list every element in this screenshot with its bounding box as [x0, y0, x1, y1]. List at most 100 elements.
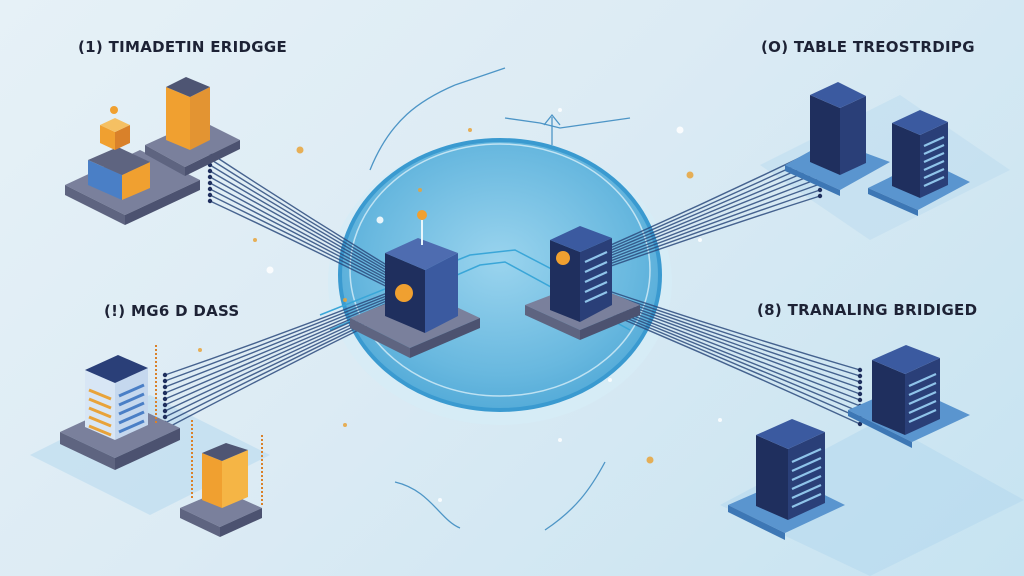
- vent-line: [923, 143, 945, 156]
- window-row: [118, 410, 145, 425]
- vent-line: [584, 270, 608, 284]
- cable-bottom-left-end: [162, 402, 168, 408]
- sparkle: [253, 238, 257, 242]
- decorative-arrows: [369, 67, 631, 531]
- bottom-arrow: [394, 481, 461, 529]
- vent-line: [923, 151, 945, 164]
- window-rows: [88, 383, 145, 437]
- coin-icon: [395, 284, 413, 302]
- tower-front: [166, 87, 190, 150]
- hub-server-right[interactable]: [525, 226, 640, 340]
- cable-bottom-left-end: [162, 378, 168, 384]
- cable-top-left-end: [207, 174, 213, 180]
- server-front: [872, 360, 905, 435]
- label-top-right: (O) TABLE TREOSTRDIPG: [761, 38, 975, 56]
- vent-line: [791, 474, 822, 491]
- cable-bottom-left-end: [162, 384, 168, 390]
- server-base-side: [410, 318, 480, 358]
- cable-bottom-right-end: [857, 367, 863, 373]
- server-top: [810, 82, 866, 108]
- sparkle: [608, 378, 612, 382]
- platform-bottom-right: [720, 420, 1024, 576]
- server-top: [385, 238, 458, 270]
- vent-line: [908, 390, 937, 406]
- sparkle: [676, 126, 684, 134]
- server-top: [872, 345, 940, 374]
- sparkle: [558, 108, 562, 112]
- vent-line: [584, 280, 608, 294]
- window-row: [118, 383, 145, 398]
- label-middle-right: (8) TRANALING BRIDIGED: [757, 301, 978, 319]
- curved-arrow: [369, 84, 456, 171]
- central-hub: [319, 138, 672, 425]
- tower-top: [202, 443, 248, 461]
- coin-icon: [556, 251, 570, 265]
- server-top: [756, 419, 825, 449]
- cable-bottom-left-end: [162, 396, 168, 402]
- cable-top-right: [589, 195, 821, 275]
- vent-lines: [923, 135, 945, 188]
- vent-line: [923, 167, 945, 180]
- cable-bottom-left-end: [162, 408, 168, 414]
- label-top-left: (1) TIMADETIN ERIDGGE: [78, 38, 288, 56]
- token-box-front: [100, 125, 115, 150]
- pad-side: [785, 165, 840, 196]
- window-row: [118, 401, 145, 416]
- cable-top-right: [589, 171, 821, 265]
- sparkle: [343, 298, 347, 302]
- server-group-top-right[interactable]: [785, 82, 970, 216]
- cable-top-left-end: [207, 198, 213, 204]
- datacenter-front: [88, 160, 122, 200]
- cable-bottom-left: [164, 287, 401, 376]
- server-top: [550, 226, 612, 252]
- server-group-bottom-left[interactable]: [60, 345, 263, 537]
- server-base-side: [525, 305, 580, 340]
- vent-line: [791, 465, 822, 482]
- tower-side: [190, 87, 210, 150]
- sparkle: [438, 498, 442, 502]
- pad-side: [848, 410, 912, 448]
- vent-line: [908, 372, 937, 388]
- datacenter-side: [122, 162, 150, 200]
- bottom-arrow: [544, 461, 606, 531]
- vent-lines: [791, 372, 937, 509]
- tower-front: [202, 453, 222, 508]
- sparkle: [418, 188, 422, 192]
- cable-top-right: [589, 165, 821, 263]
- cable-bottom-right: [599, 308, 861, 425]
- cable-bottom-right: [599, 306, 861, 419]
- server-side: [920, 122, 948, 198]
- pad-side: [728, 505, 785, 540]
- label-middle-left: (!) MG6 D DASS: [104, 302, 240, 320]
- base-side: [60, 432, 115, 470]
- base-side: [125, 180, 200, 225]
- cable-bottom-right: [599, 287, 861, 371]
- sparkle: [646, 456, 654, 464]
- datacenter-top: [88, 147, 150, 175]
- cable-top-left-end: [207, 180, 213, 186]
- base-side: [115, 428, 180, 470]
- base-side: [145, 145, 185, 176]
- vent-line: [584, 250, 608, 264]
- coin-icon: [110, 106, 118, 114]
- window-row: [88, 397, 112, 410]
- vent-line: [791, 456, 822, 473]
- cable-top-left-end: [207, 186, 213, 192]
- server-group-bottom-right[interactable]: [728, 345, 970, 540]
- hub-server-left[interactable]: [350, 210, 480, 358]
- vent-line: [791, 483, 822, 500]
- window-row: [88, 406, 112, 419]
- pad-side: [868, 188, 918, 216]
- vent-line: [791, 492, 822, 509]
- window-row: [88, 388, 112, 401]
- sparkle: [468, 128, 472, 132]
- server-side: [788, 432, 825, 520]
- cable-bottom-right-end: [857, 421, 863, 427]
- window-row: [88, 424, 112, 437]
- cable-bottom-left: [164, 289, 401, 382]
- sparkle: [686, 171, 694, 179]
- server-group-top-left[interactable]: [65, 77, 240, 225]
- tower-side: [222, 450, 248, 508]
- server-top: [892, 110, 948, 135]
- window-row: [88, 415, 112, 428]
